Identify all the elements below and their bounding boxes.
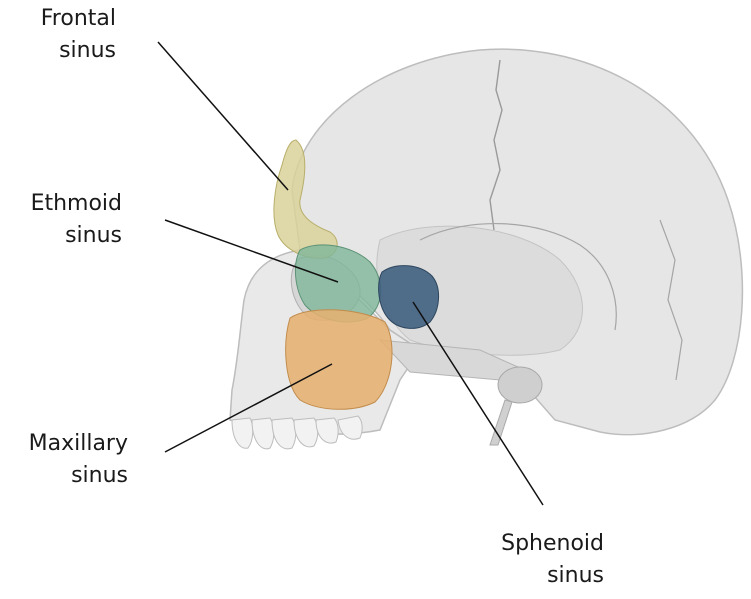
label-frontal-line2: sinus xyxy=(30,35,116,67)
label-sphenoid-sinus: Sphenoid sinus xyxy=(490,528,604,592)
leader-line-frontal xyxy=(158,42,288,190)
label-sphenoid-line1: Sphenoid xyxy=(490,528,604,560)
label-ethmoid-line1: Ethmoid xyxy=(12,188,122,220)
label-maxillary-line1: Maxillary xyxy=(12,428,128,460)
label-frontal-line1: Frontal xyxy=(30,3,116,35)
label-maxillary-line2: sinus xyxy=(12,460,128,492)
label-ethmoid-sinus: Ethmoid sinus xyxy=(12,188,122,252)
ear-canal xyxy=(498,367,542,403)
label-frontal-sinus: Frontal sinus xyxy=(30,3,116,67)
maxillary-sinus xyxy=(286,310,392,410)
teeth xyxy=(232,416,362,449)
label-sphenoid-line2: sinus xyxy=(490,560,604,592)
label-maxillary-sinus: Maxillary sinus xyxy=(12,428,128,492)
label-ethmoid-line2: sinus xyxy=(12,220,122,252)
